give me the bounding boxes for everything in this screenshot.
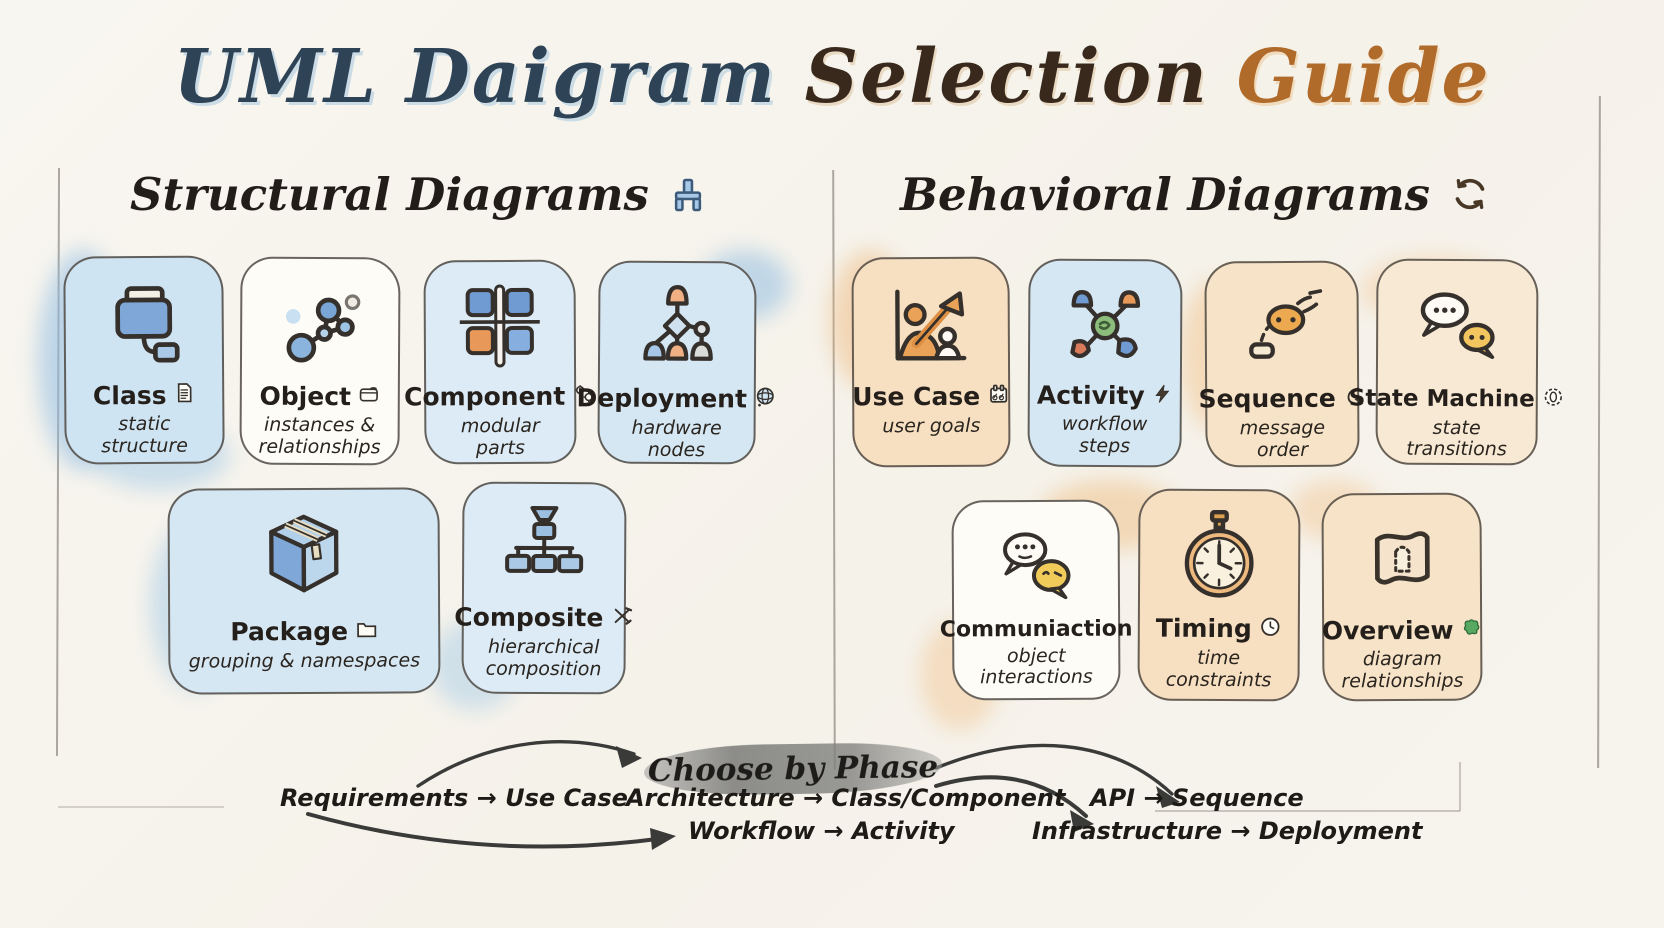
use-case-illustration: [879, 275, 984, 380]
state-machine-card-subtitle: state transitions: [1406, 417, 1507, 461]
crossed-tools-icon: [610, 604, 633, 632]
package-card-subtitle: grouping & namespaces: [188, 649, 421, 673]
structural-heading: Structural Diagrams: [130, 168, 649, 221]
document-icon: [173, 382, 195, 409]
component-card-title: Component: [404, 381, 596, 411]
quill-icon: [1343, 384, 1366, 412]
composite-card-subtitle: hierarchical composition: [485, 635, 602, 680]
object-illustration: [268, 275, 373, 380]
class-card-subtitle: static structure: [101, 413, 188, 457]
object-card-title: Object: [260, 381, 381, 411]
card-sequence: Sequence message order: [1199, 260, 1363, 468]
title-segment-brown: Selection: [804, 34, 1209, 120]
card-deployment: Deployment hardware nodes: [576, 260, 774, 465]
component-bracket-icon: [669, 172, 707, 225]
deployment-illustration: [626, 279, 729, 382]
overview-illustration: [1351, 511, 1454, 614]
phase-mapping-workflow: Workflow → Activity: [688, 817, 955, 845]
communication-card-subtitle: object interactions: [980, 644, 1093, 689]
package-card-title: Package: [230, 617, 378, 647]
composite-card-title: Composite: [454, 603, 633, 633]
globe-icon: [754, 385, 777, 413]
use-case-card-title: Use Case: [852, 382, 1010, 412]
phase-arrows: [306, 740, 1180, 850]
wallet-icon: [358, 383, 380, 410]
use-case-card-subtitle: user goals: [882, 414, 981, 438]
folder-icon: [355, 618, 378, 646]
sequence-card-title: Sequence: [1199, 384, 1366, 414]
timing-card-title: Timing: [1156, 614, 1282, 644]
phase-mapping-requirements: Requirements → Use Case: [280, 784, 628, 812]
card-composite: Composite hierarchical composition: [454, 481, 632, 695]
clock-icon: [1259, 615, 1282, 643]
card-object: Object instances & relationships: [239, 256, 401, 466]
card-package: Package grouping & namespaces: [167, 487, 441, 695]
deployment-card-subtitle: hardware nodes: [631, 416, 722, 461]
card-use-case: Use Case user goals: [851, 256, 1011, 468]
frame-right: [1597, 95, 1601, 769]
cycle-arrows-icon: [1450, 172, 1490, 225]
phase-mapping-architecture: Architecture → Class/Component: [626, 784, 1066, 812]
component-card-subtitle: modular parts: [460, 415, 540, 459]
activity-card-subtitle: workflow steps: [1061, 413, 1148, 457]
communication-illustration: [986, 518, 1087, 615]
behavioral-heading: Behavioral Diagrams: [900, 168, 1430, 221]
card-state-machine: State Machine state transitions: [1349, 258, 1562, 466]
green-blob-icon: [1460, 617, 1482, 644]
sequence-card-subtitle: message order: [1239, 416, 1326, 461]
gear-badge-icon: [1542, 385, 1565, 413]
frame-bottom-left: [58, 806, 224, 808]
card-component: Component modular parts: [404, 259, 594, 465]
sequence-illustration: [1230, 279, 1333, 382]
behavioral-section-header: Behavioral Diagrams: [890, 168, 1485, 225]
card-communication: Communiaction object interactions: [940, 499, 1133, 701]
card-activity: Activity workflow steps: [1027, 258, 1183, 468]
title-segment-amber: Guide: [1236, 34, 1491, 120]
title-segment-navy: UML Daigram: [173, 34, 777, 120]
deployment-card-title: Deployment: [576, 383, 777, 413]
lightning-icon: [1152, 383, 1173, 409]
activity-illustration: [1054, 277, 1157, 380]
phase-mapping-api: API → Sequence: [1090, 784, 1304, 812]
component-illustration: [450, 278, 551, 379]
card-timing: Timing time constraints: [1137, 488, 1301, 702]
communication-card-title: Communiaction: [939, 616, 1133, 643]
timing-card-subtitle: time constraints: [1165, 647, 1272, 691]
frame-bottom-right: [1155, 810, 1460, 812]
timing-illustration: [1167, 507, 1272, 612]
object-card-subtitle: instances & relationships: [258, 413, 381, 458]
overview-card-title: Overview: [1322, 615, 1483, 645]
gears-icon: [572, 381, 596, 410]
frame-left: [55, 167, 60, 757]
activity-card-title: Activity: [1037, 381, 1173, 410]
card-class: Class static structure: [63, 255, 225, 465]
overview-card-subtitle: diagram relationships: [1341, 648, 1464, 692]
phase-mapping-infrastructure: Infrastructure → Deployment: [1032, 817, 1423, 845]
state-machine-illustration: [1405, 277, 1510, 382]
frame-divider: [832, 169, 836, 771]
package-illustration: [245, 506, 364, 615]
composite-illustration: [494, 500, 595, 601]
class-illustration: [91, 274, 196, 379]
class-card-title: Class: [93, 380, 196, 410]
card-overview: Overview diagram relationships: [1321, 492, 1483, 702]
page-title: UML Daigram Selection Guide: [0, 34, 1664, 120]
calendar-icon: [987, 383, 1010, 411]
state-machine-card-title: State Machine: [1349, 384, 1565, 413]
frame-corner-right: [1459, 762, 1461, 811]
structural-section-header: Structural Diagrams: [120, 168, 701, 225]
